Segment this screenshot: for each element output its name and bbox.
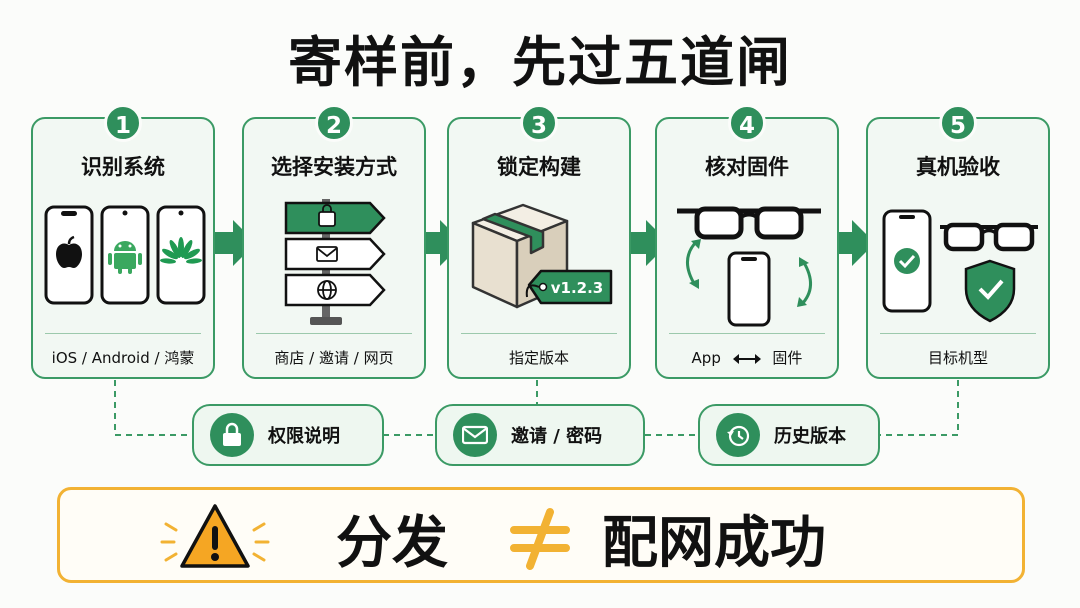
step-number-badge: 5 [939,104,977,142]
history-icon [716,413,760,457]
step-number-badge: 1 [104,104,142,142]
version-tag-icon: v1.2.3 [525,269,613,305]
not-equal-icon [510,508,570,570]
phone-icon [727,251,771,327]
note-pill-permission: 权限说明 [192,404,384,466]
arrow-icon [420,220,463,266]
smart-glasses-icon [677,206,821,240]
huawei-logo-icon [160,237,202,264]
glasses-phone-sync-illustration [677,206,821,327]
note-label: 邀请 / 密码 [511,426,603,447]
globe-icon [317,280,337,300]
note-pill-invite: 邀请 / 密码 [435,404,645,466]
warning-icon [160,504,270,568]
connector-step5 [880,380,959,436]
device-verified-illustration [882,209,1038,323]
arrow-icon [213,220,256,266]
arrow-icon [832,220,875,266]
arrow-icon [626,220,669,266]
page-title: 寄样前，先过五道闸 [288,31,792,94]
step-title: 选择安装方式 [271,155,397,179]
package-illustration: v1.2.3 [471,203,613,309]
divider [461,333,617,334]
step-caption: 商店 / 邀请 / 网页 [274,349,394,367]
divider [45,333,201,334]
step-number-badge: 3 [520,104,558,142]
step-card-5: 真机验收 目标机型 [866,117,1050,379]
step-card-2: 选择安装方式 商店 / 邀请 / 网页 [242,117,426,379]
divider [880,333,1036,334]
caption-app: App [691,349,721,367]
double-arrow-icon [732,353,761,364]
note-label: 权限说明 [268,426,340,447]
three-phones-illustration [44,205,206,305]
envelope-icon [453,413,497,457]
step-card-4: 核对固件 App 固件 [655,117,839,379]
step-title: 锁定构建 [497,155,581,179]
connector-step1 [114,380,195,436]
banner-distribute: 分发 [336,510,448,576]
envelope-icon [316,246,338,262]
apple-logo-icon [56,243,82,268]
note-pill-history: 历史版本 [698,404,880,466]
verified-phone-icon [882,209,932,313]
step-title: 识别系统 [81,155,165,179]
step-caption: 指定版本 [508,349,569,367]
divider [256,333,412,334]
warning-banner: 分发 配网成功 [57,487,1025,583]
step-title: 核对固件 [705,155,789,179]
lock-icon [210,413,254,457]
step-caption: 目标机型 [927,349,988,367]
smart-glasses-icon [940,222,1038,252]
shopping-bag-icon [318,204,336,227]
step-card-3: 锁定构建 v1.2.3 指定版本 [447,117,631,379]
banner-pairing-success: 配网成功 [602,510,826,576]
caption-firmware: 固件 [772,349,803,367]
step-card-1: 识别系统 [31,117,215,379]
android-logo-icon [108,241,142,274]
signpost-illustration [284,199,386,325]
step-number-badge: 2 [315,104,353,142]
step-title: 真机验收 [916,155,1000,179]
step-number-badge: 4 [728,104,766,142]
divider [669,333,825,334]
step-caption: App 固件 [657,347,837,368]
step-caption: iOS / Android / 鸿蒙 [51,349,195,367]
note-label: 历史版本 [774,426,846,447]
version-tag-label: v1.2.3 [551,279,604,297]
shield-check-icon [964,259,1016,323]
